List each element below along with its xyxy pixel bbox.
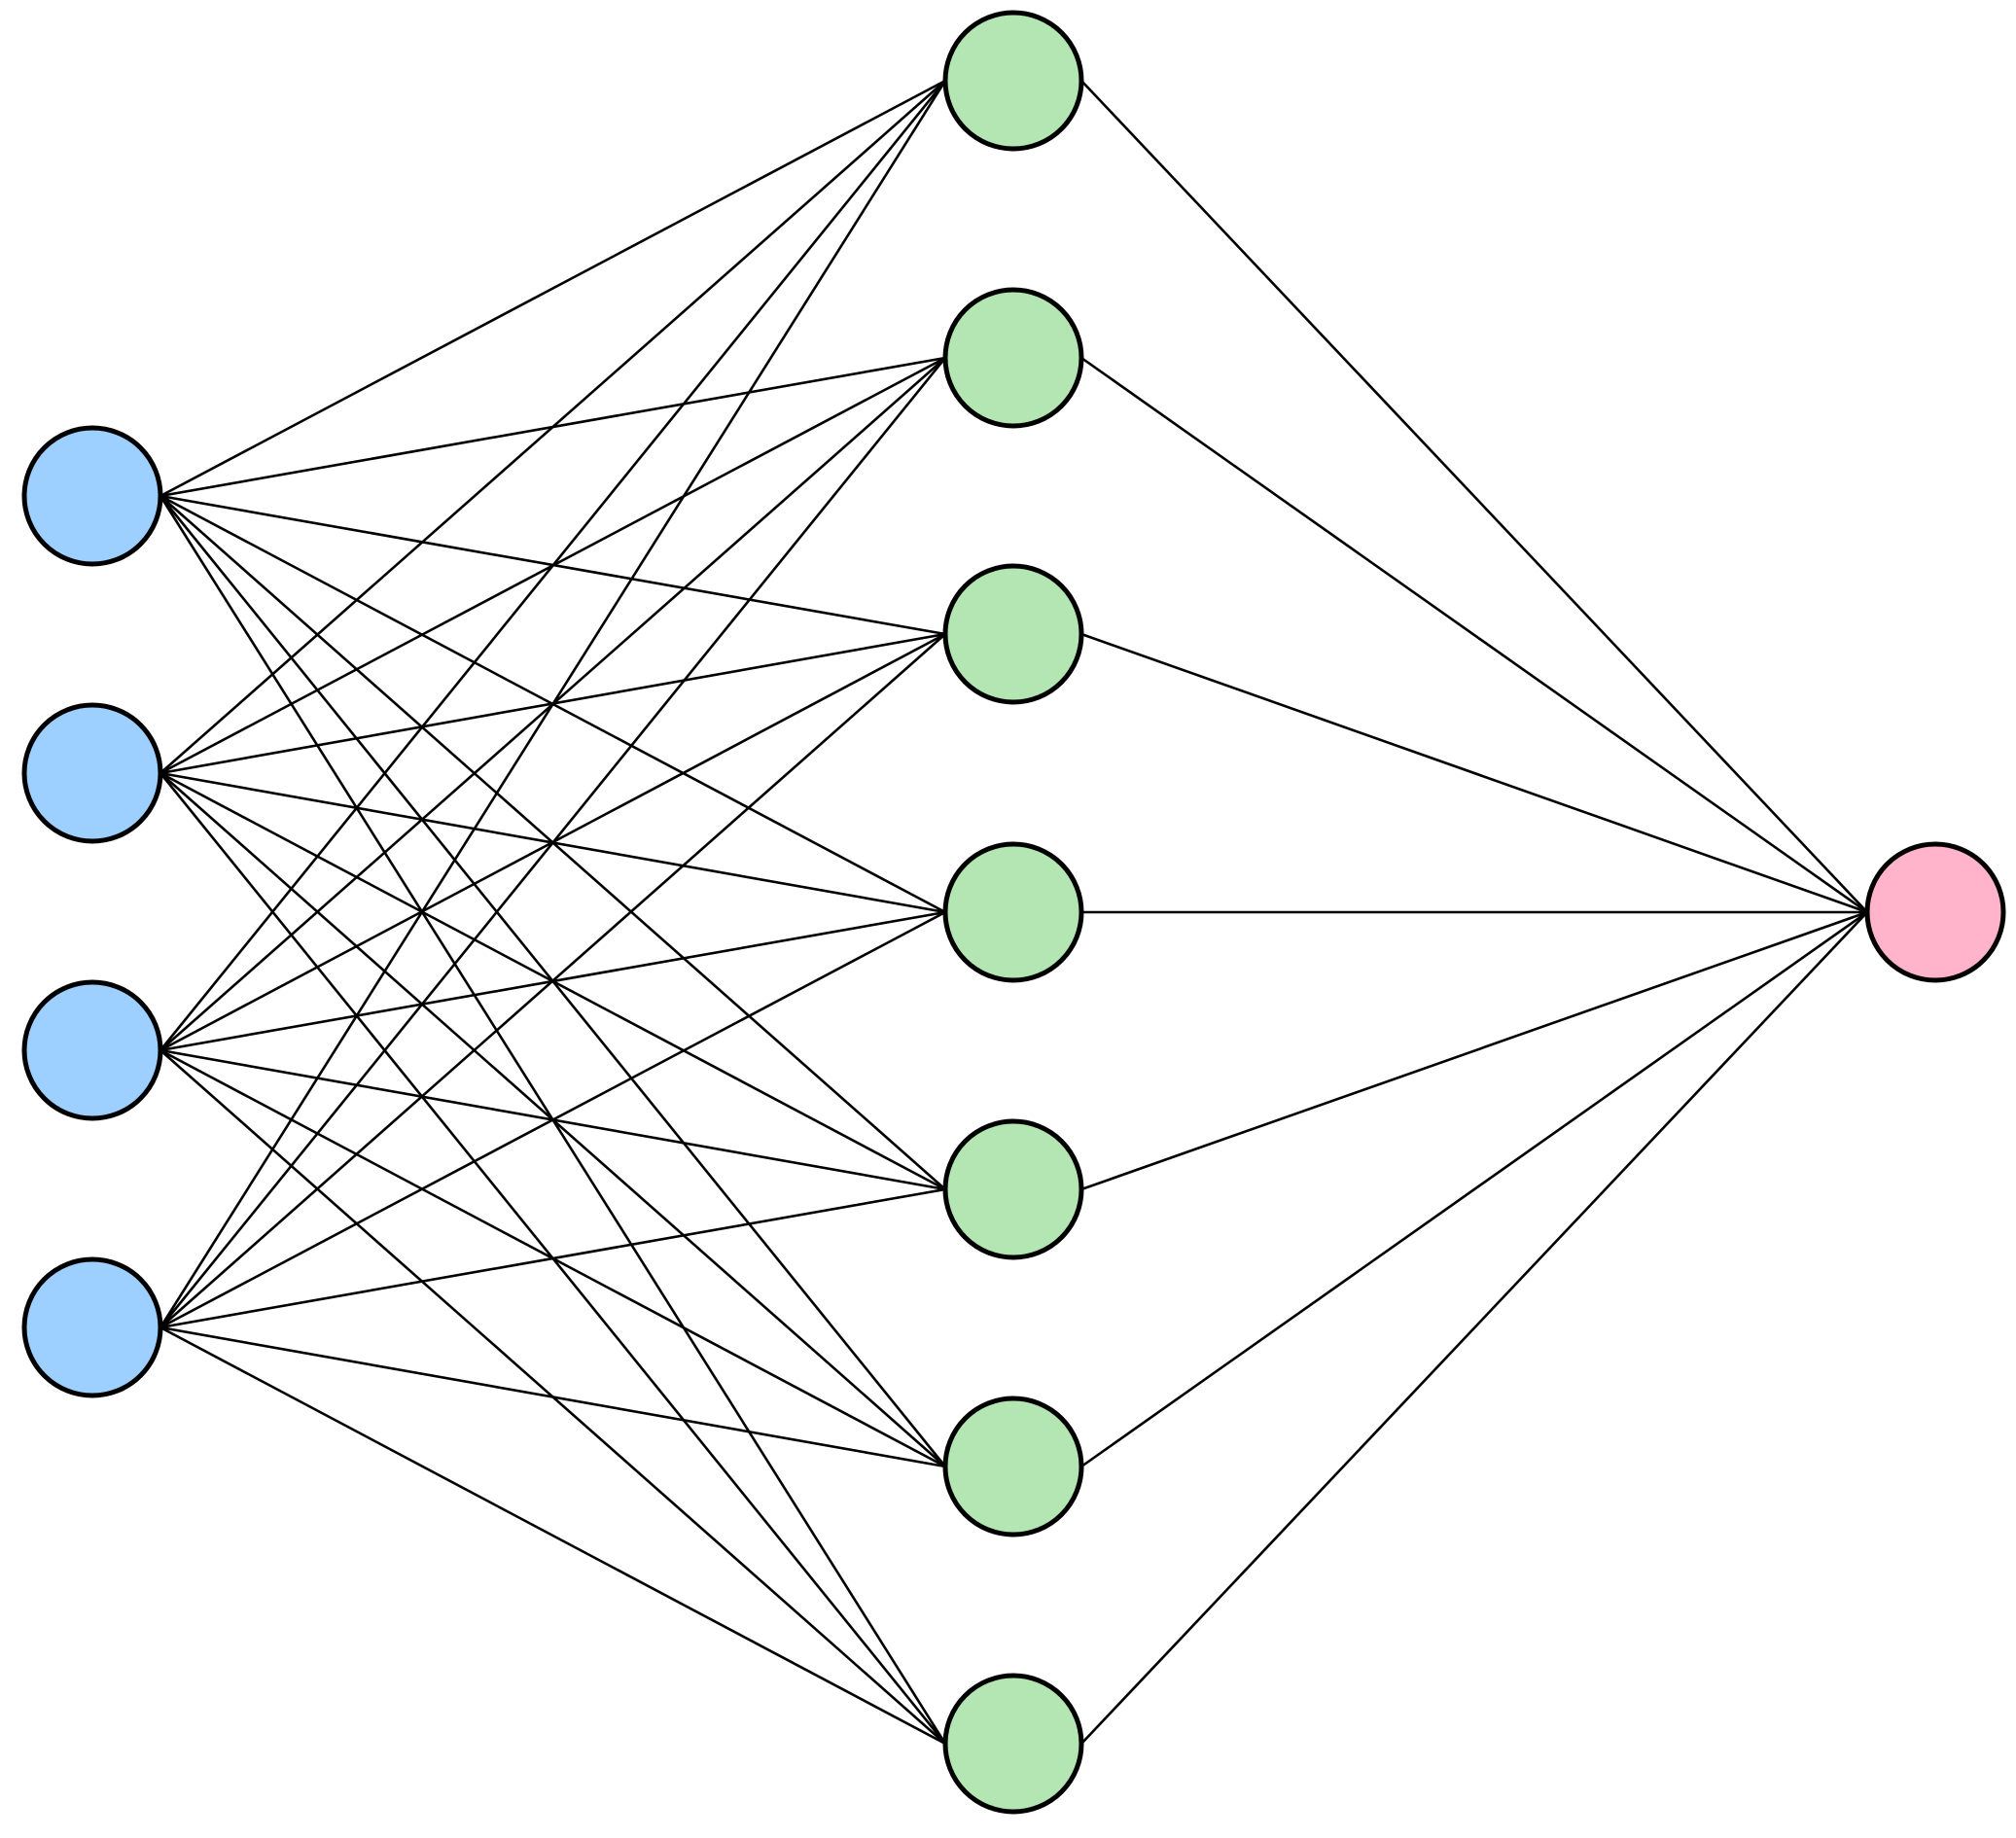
- input-node-3: [21, 979, 163, 1121]
- input-node-2: [21, 702, 163, 844]
- edge-hidden-2-to-output-1: [1079, 356, 1869, 914]
- edge-hidden-1-to-output-1: [1079, 79, 1869, 914]
- hidden-node-6: [942, 1396, 1084, 1538]
- hidden-node-4: [942, 841, 1084, 983]
- edge-input-4-to-hidden-5: [159, 1187, 947, 1329]
- edge-input-1-to-hidden-1: [159, 79, 947, 498]
- edge-input-2-to-hidden-1: [159, 79, 947, 775]
- edge-input-4-to-hidden-6: [159, 1325, 947, 1468]
- edge-input-4-to-hidden-1: [159, 79, 947, 1329]
- hidden-node-1: [942, 10, 1084, 152]
- hidden-node-2: [942, 287, 1084, 429]
- input-node-1: [21, 425, 163, 567]
- edge-hidden-7-to-output-1: [1079, 910, 1869, 1746]
- edge-input-3-to-hidden-1: [159, 79, 947, 1052]
- hidden-node-5: [942, 1118, 1084, 1260]
- edge-input-4-to-hidden-2: [159, 356, 947, 1329]
- edge-hidden-5-to-output-1: [1079, 910, 1869, 1191]
- hidden-node-7: [942, 1673, 1084, 1815]
- input-node-4: [21, 1256, 163, 1398]
- edge-input-4-to-hidden-3: [159, 632, 947, 1329]
- output-node-1: [1864, 841, 2006, 983]
- edge-input-4-to-hidden-7: [159, 1325, 947, 1746]
- edge-hidden-3-to-output-1: [1079, 632, 1869, 914]
- hidden-node-3: [942, 563, 1084, 705]
- connections: [159, 79, 1869, 1746]
- edge-input-4-to-hidden-4: [159, 910, 947, 1329]
- edge-hidden-6-to-output-1: [1079, 910, 1869, 1468]
- neurons: [21, 10, 2006, 1815]
